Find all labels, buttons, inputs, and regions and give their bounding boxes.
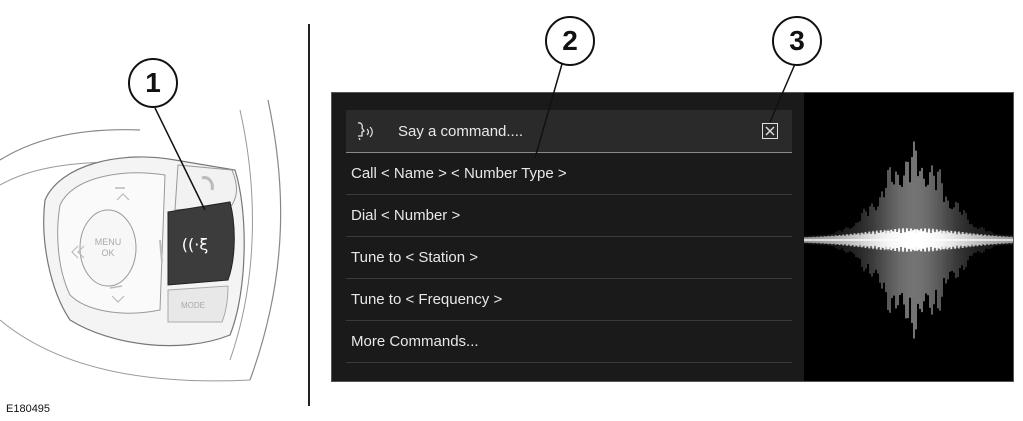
close-icon[interactable] (762, 123, 778, 139)
waveform-graphic (803, 141, 1013, 339)
command-item-label: Tune to < Frequency > (351, 291, 503, 308)
ok-label: OK (101, 248, 114, 258)
command-item-label: Tune to < Station > (351, 249, 479, 266)
callout-2: 2 (545, 16, 595, 66)
callout-1-label: 1 (145, 67, 161, 98)
voice-command-screen: Say a command.... Call < Name > < Number… (331, 92, 1014, 382)
menu-label: MENU (95, 237, 122, 247)
command-item-label: More Commands... (351, 333, 479, 350)
mode-label: MODE (181, 301, 205, 310)
callout-3-label: 3 (789, 25, 805, 56)
callout-3: 3 (772, 16, 822, 66)
command-item-call[interactable]: Call < Name > < Number Type > (346, 153, 792, 195)
voice-header-bar: Say a command.... (346, 110, 792, 153)
command-item-tune-station[interactable]: Tune to < Station > (346, 237, 792, 279)
callout-1: 1 (128, 58, 178, 108)
command-item-label: Call < Name > < Number Type > (351, 165, 567, 182)
command-list: Call < Name > < Number Type > Dial < Num… (346, 153, 792, 363)
voice-prompt-text: Say a command.... (398, 122, 524, 140)
command-item-label: Dial < Number > (351, 207, 461, 224)
voice-waveform-panel (803, 93, 1013, 381)
callout-2-label: 2 (562, 25, 578, 56)
steering-wheel-illustration: MENU OK ((·ξ MODE (0, 99, 282, 382)
voice-control-button[interactable] (167, 201, 235, 286)
divider-line (308, 24, 310, 406)
command-item-dial[interactable]: Dial < Number > (346, 195, 792, 237)
command-item-more[interactable]: More Commands... (346, 321, 792, 363)
command-item-tune-frequency[interactable]: Tune to < Frequency > (346, 279, 792, 321)
svg-text:((·ξ: ((·ξ (182, 235, 209, 254)
voice-speech-icon (346, 110, 384, 152)
figure-id: E180495 (6, 403, 51, 415)
